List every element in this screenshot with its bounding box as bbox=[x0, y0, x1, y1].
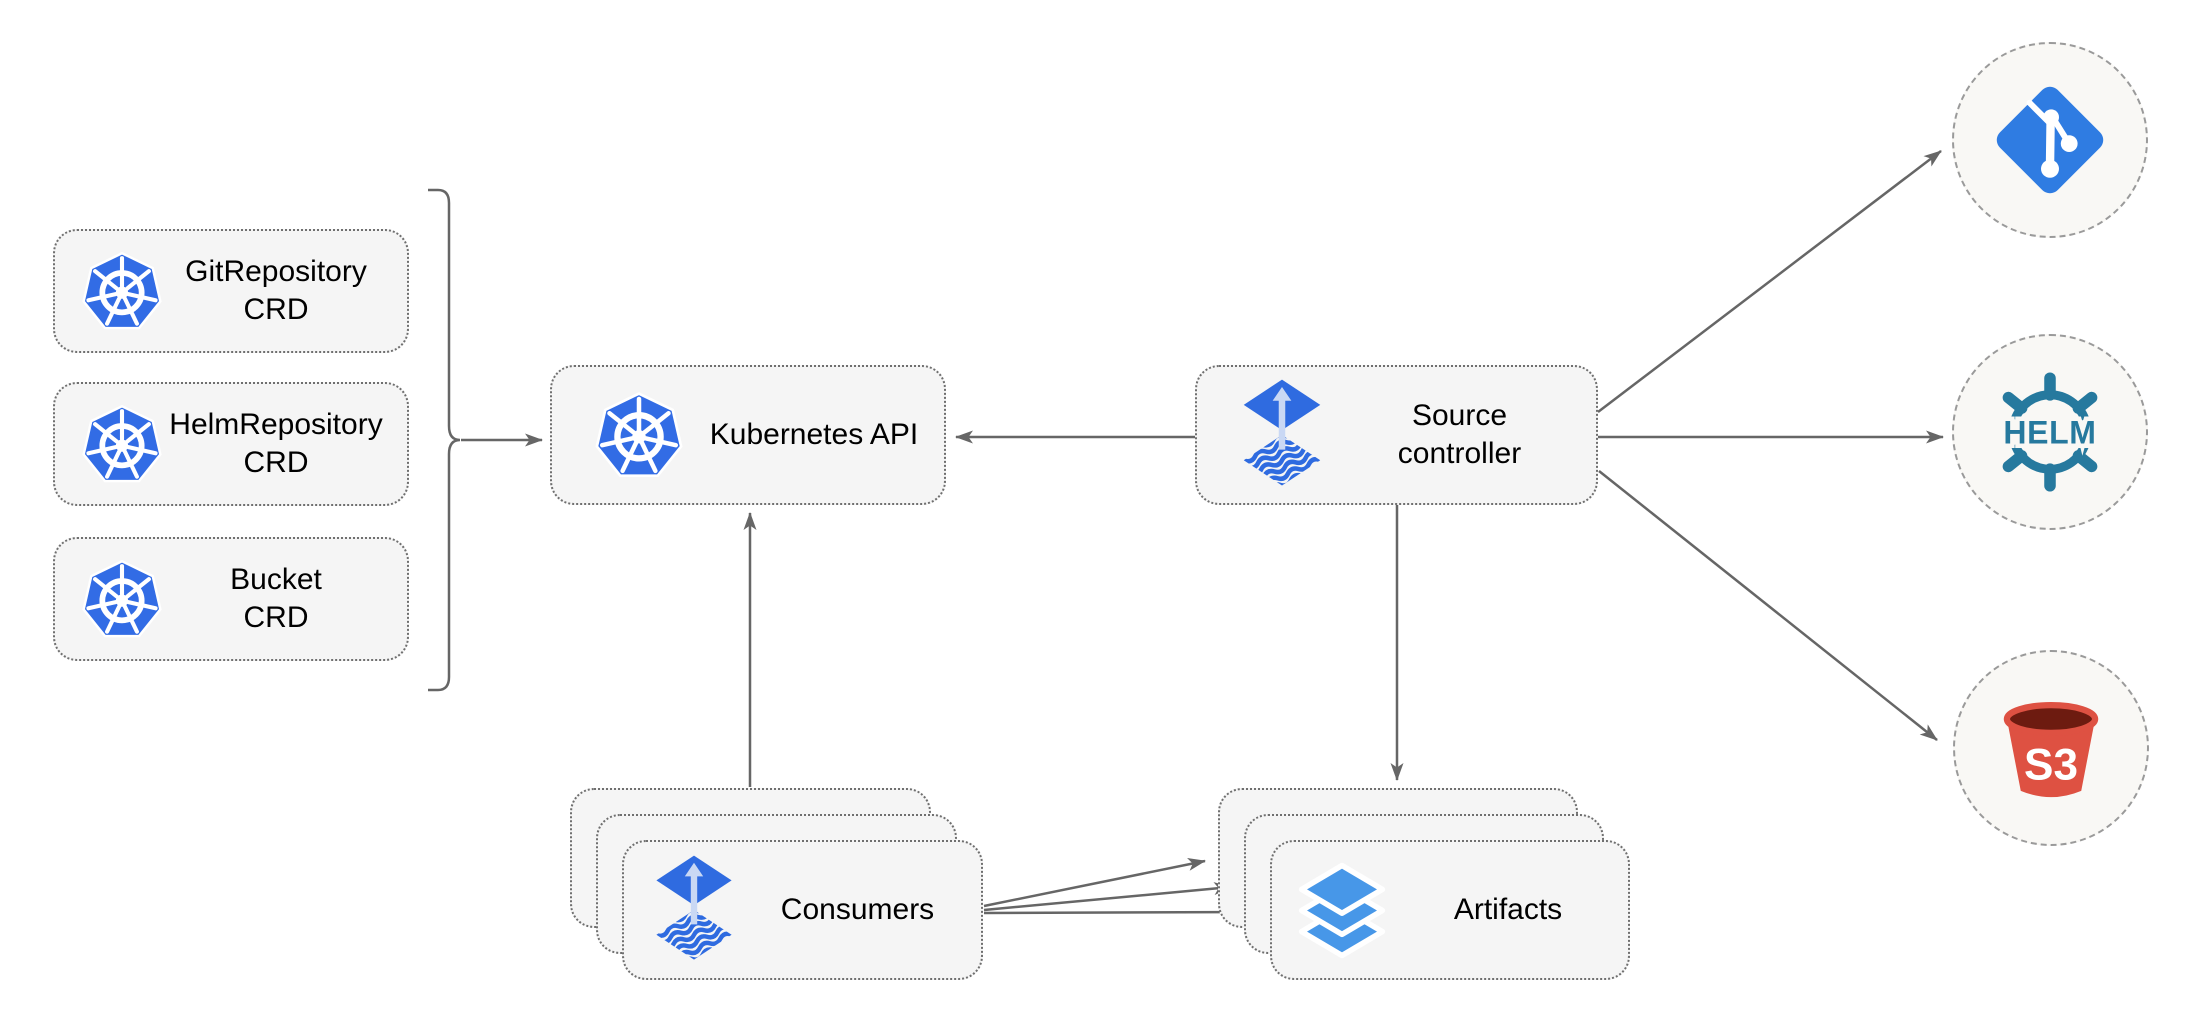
node-label: Artifacts bbox=[1453, 893, 1563, 926]
arrow-source-to-s3 bbox=[1598, 470, 1938, 741]
crd-group-brace bbox=[428, 188, 461, 692]
s3-wordmark: S3 bbox=[2024, 741, 2078, 790]
node-label: HelmRepository CRD bbox=[169, 408, 383, 479]
kubernetes-icon bbox=[81, 250, 163, 332]
helm-circle: HELM bbox=[1952, 334, 2148, 530]
flux-icon bbox=[1241, 378, 1323, 492]
s3-circle: S3 bbox=[1953, 650, 2149, 846]
git-circle bbox=[1952, 42, 2148, 238]
arrow-consumers-to-artifacts-1 bbox=[983, 858, 1206, 908]
arrow-consumers-to-artifacts-3 bbox=[983, 905, 1258, 919]
node-label: GitRepository CRD bbox=[185, 255, 367, 326]
kubernetes-icon bbox=[81, 403, 163, 485]
layers-icon bbox=[1296, 860, 1388, 961]
node-helmrepository-crd: HelmRepository CRD bbox=[53, 382, 409, 506]
node-consumers: Consumers bbox=[622, 840, 983, 980]
node-artifacts: Artifacts bbox=[1270, 840, 1630, 980]
helm-wordmark: HELM bbox=[2003, 415, 2096, 451]
node-kubernetes-api: Kubernetes API bbox=[550, 365, 946, 505]
helm-icon: HELM bbox=[1999, 372, 2100, 492]
kubernetes-icon bbox=[81, 558, 163, 640]
node-gitrepository-crd: GitRepository CRD bbox=[53, 229, 409, 353]
git-icon bbox=[1990, 80, 2110, 200]
node-source-controller: Source controller bbox=[1195, 365, 1598, 505]
s3-icon: S3 bbox=[1988, 685, 2114, 811]
flux-icon bbox=[654, 854, 734, 966]
arrow-consumers-to-artifacts-2 bbox=[983, 882, 1232, 912]
node-label: Consumers bbox=[780, 893, 935, 926]
node-label: Kubernetes API bbox=[709, 418, 919, 451]
node-label: Source controller bbox=[1397, 399, 1522, 470]
kubernetes-icon bbox=[594, 390, 684, 480]
node-label: Bucket CRD bbox=[230, 563, 322, 634]
node-bucket-crd: Bucket CRD bbox=[53, 537, 409, 661]
arrow-source-to-git bbox=[1597, 150, 1942, 413]
